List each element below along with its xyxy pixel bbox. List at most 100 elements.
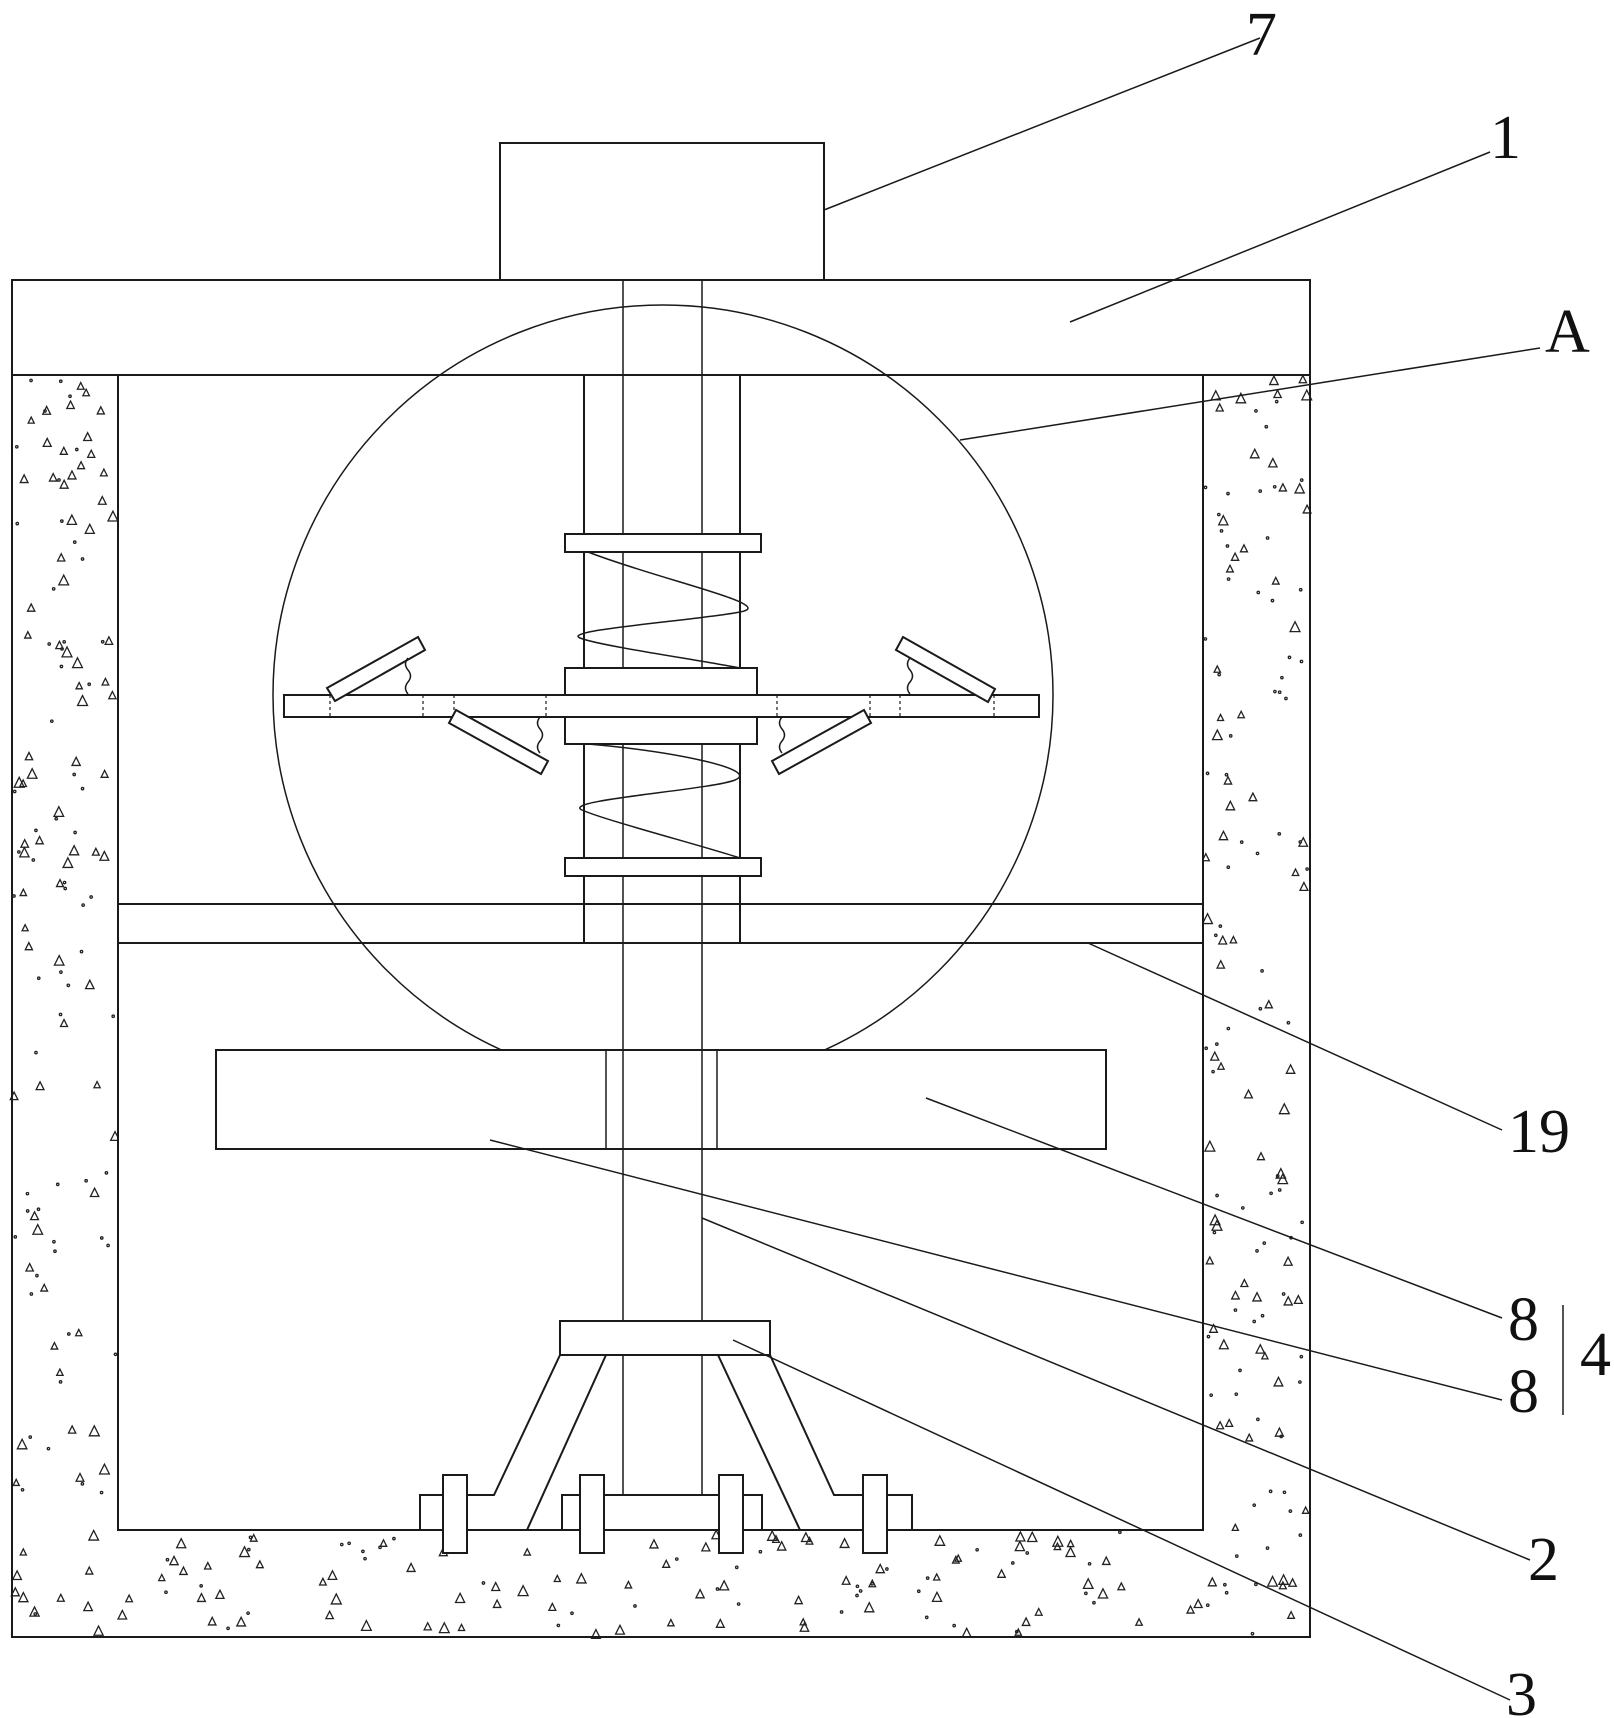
concrete-speck bbox=[1203, 485, 1208, 490]
concrete-speck bbox=[1185, 1604, 1196, 1614]
concrete-speck bbox=[60, 645, 74, 658]
concrete-speck bbox=[1230, 1289, 1241, 1300]
concrete-speck bbox=[246, 1547, 251, 1552]
concrete-speck bbox=[15, 521, 20, 526]
concrete-speck bbox=[1262, 1241, 1267, 1245]
concrete-speck bbox=[975, 1547, 980, 1552]
concrete-speck bbox=[1269, 1191, 1273, 1196]
concrete-speck bbox=[1218, 1338, 1230, 1350]
concrete-speck bbox=[70, 755, 82, 767]
concrete-speck bbox=[330, 1592, 343, 1605]
concrete-speck bbox=[1274, 399, 1279, 404]
concrete-speck bbox=[1282, 1490, 1287, 1495]
concrete-speck bbox=[1298, 1380, 1302, 1384]
lower-spring bbox=[579, 743, 741, 859]
concrete-speck bbox=[165, 1557, 170, 1562]
concrete-speck bbox=[1277, 1188, 1282, 1192]
concrete-speck bbox=[92, 1080, 102, 1089]
concrete-speck bbox=[62, 856, 74, 869]
concrete-speck bbox=[1298, 374, 1308, 384]
concrete-speck bbox=[12, 1477, 21, 1487]
concrete-speck bbox=[996, 1568, 1007, 1578]
concrete-speck bbox=[1226, 491, 1230, 496]
concrete-speck bbox=[46, 1446, 51, 1451]
stirring-blades bbox=[215, 1049, 1107, 1150]
label-3: 3 bbox=[1506, 1661, 1537, 1718]
concrete-speck bbox=[58, 1380, 63, 1384]
concrete-speck bbox=[1222, 1582, 1227, 1587]
concrete-speck bbox=[553, 1573, 562, 1583]
concrete-speck bbox=[31, 1223, 44, 1235]
concrete-speck bbox=[1116, 1581, 1126, 1591]
concrete-speck bbox=[1254, 409, 1258, 413]
concrete-speck bbox=[168, 1554, 180, 1566]
concrete-speck bbox=[1264, 424, 1269, 429]
concrete-speck bbox=[39, 1282, 49, 1292]
concrete-speck bbox=[54, 639, 65, 650]
concrete-speck bbox=[1097, 1587, 1109, 1599]
concrete-speck bbox=[1265, 1546, 1270, 1550]
concrete-speck bbox=[1277, 832, 1282, 836]
concrete-speck bbox=[66, 469, 78, 480]
concrete-speck bbox=[18, 846, 31, 858]
concrete-speck bbox=[203, 1561, 213, 1570]
concrete-speck bbox=[457, 1622, 466, 1632]
concrete-speck bbox=[1260, 1313, 1265, 1318]
concrete-speck bbox=[523, 1547, 532, 1556]
concrete-speck bbox=[1249, 447, 1261, 459]
label-19: 19 bbox=[1508, 1098, 1570, 1166]
concrete-speck bbox=[72, 540, 77, 545]
concrete-speck bbox=[771, 1534, 781, 1544]
concrete-speck bbox=[1205, 1603, 1210, 1608]
concrete-speck bbox=[35, 1080, 46, 1091]
concrete-speck bbox=[59, 1018, 69, 1028]
concrete-speck bbox=[62, 880, 67, 885]
concrete-speck bbox=[1285, 1063, 1296, 1074]
concrete-speck bbox=[55, 1367, 65, 1377]
concrete-speck bbox=[870, 1581, 875, 1586]
concrete-speck bbox=[226, 1626, 230, 1631]
scraper-plate-upper-left bbox=[325, 635, 427, 703]
concrete-speck bbox=[1287, 655, 1292, 660]
concrete-speck bbox=[547, 1601, 557, 1611]
upper-collar bbox=[564, 533, 762, 553]
concrete-speck bbox=[238, 1545, 251, 1558]
concrete-speck bbox=[1208, 1323, 1219, 1333]
concrete-speck bbox=[53, 954, 66, 966]
concrete-speck bbox=[674, 1557, 679, 1561]
concrete-speck bbox=[1118, 1530, 1122, 1535]
concrete-speck bbox=[59, 478, 70, 489]
outer-housing bbox=[11, 279, 1311, 1638]
concrete-speck bbox=[1234, 1554, 1239, 1558]
concrete-speck bbox=[16, 1437, 28, 1450]
concrete-speck bbox=[1277, 690, 1282, 695]
leader-lines bbox=[489, 37, 1564, 1701]
concrete-speck bbox=[1264, 999, 1274, 1009]
concrete-speck bbox=[1082, 1577, 1095, 1589]
concrete-speck bbox=[52, 805, 65, 817]
concrete-speck bbox=[1251, 1291, 1263, 1302]
concrete-speck bbox=[1217, 514, 1229, 526]
concrete-speck bbox=[1224, 1418, 1234, 1428]
concrete-speck bbox=[116, 1609, 128, 1620]
concrete-speck bbox=[1288, 1509, 1293, 1513]
concrete-speck bbox=[175, 1537, 187, 1549]
concrete-speck bbox=[1213, 664, 1222, 673]
concrete-speck bbox=[1240, 1206, 1245, 1210]
concrete-speck bbox=[82, 431, 93, 442]
concrete-speck bbox=[89, 1186, 100, 1198]
concrete-speck bbox=[98, 1462, 111, 1475]
concrete-speck bbox=[196, 1592, 207, 1603]
concrete-speck bbox=[1215, 1420, 1225, 1430]
concrete-speck bbox=[207, 1615, 218, 1626]
concrete-speck bbox=[1211, 1218, 1223, 1231]
concrete-speck bbox=[29, 1292, 34, 1296]
concrete-speck bbox=[111, 1014, 116, 1019]
concrete-speck bbox=[157, 1573, 166, 1582]
concrete-speck bbox=[84, 1565, 94, 1575]
upper-spring bbox=[577, 551, 749, 669]
concrete-speck bbox=[1225, 563, 1235, 573]
horizontal-arm bbox=[283, 694, 1040, 718]
concrete-speck bbox=[1272, 484, 1277, 489]
concrete-speck bbox=[694, 1588, 706, 1599]
